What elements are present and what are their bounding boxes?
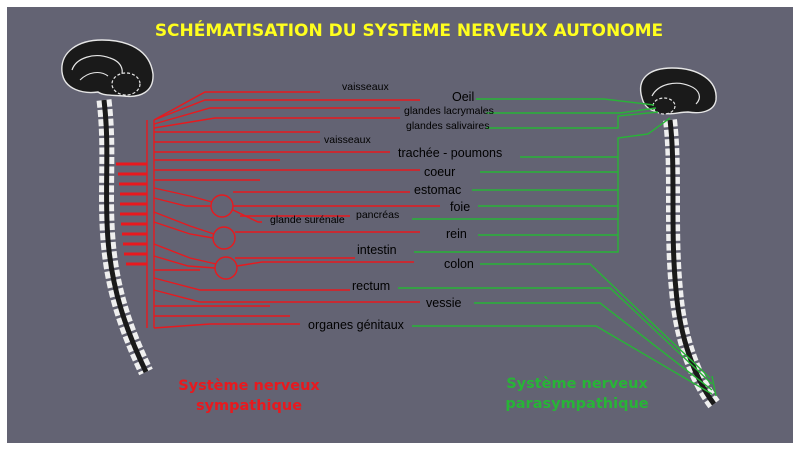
pre-sup-a: [153, 211, 215, 235]
pre-celiac-a: [153, 187, 213, 203]
pre-inf-a: [153, 243, 217, 265]
right-brain-spine: [639, 67, 720, 409]
para-genitaux: [412, 325, 713, 395]
branch-colon: [236, 261, 414, 267]
left-brain-fold: [71, 55, 123, 81]
branch-genitaux: [153, 323, 300, 329]
branch-salivaires: [153, 117, 400, 129]
left-spinal-cord: [101, 99, 149, 374]
para-lacrymales: [486, 107, 657, 114]
label-vaisseaux-1: vaisseaux: [342, 81, 389, 93]
label-rein: rein: [446, 227, 467, 241]
label-oeil: Oeil: [452, 90, 474, 104]
para-oeil: [476, 98, 655, 106]
left-brain-fold-2: [79, 71, 109, 81]
para-intestin: [414, 250, 619, 253]
branch-oeil: [153, 99, 420, 121]
branch-rectum: [153, 277, 350, 291]
vagus-trunk: [617, 117, 671, 250]
label-glandes-salivaires: glandes salivaires: [406, 120, 489, 132]
para-sacral-root: [711, 375, 717, 397]
label-organes-genitaux: organes génitaux: [308, 318, 405, 332]
label-glandes-lacrymales: glandes lacrymales: [404, 105, 494, 117]
para-rectum: [398, 287, 713, 385]
label-pancreas: pancréas: [356, 209, 399, 221]
caption-parasympathique-line2: parasympathique: [505, 396, 648, 412]
parasympathetic-network: [398, 98, 717, 397]
label-vaisseaux-2: vaisseaux: [324, 134, 371, 146]
left-brain-spine: [61, 39, 154, 376]
left-brain: [61, 39, 154, 98]
caption-sympathique-line1: Système nerveux: [178, 378, 320, 394]
sympathetic-network: [116, 91, 440, 329]
label-trachee: trachée - poumons: [398, 146, 502, 160]
branch-vaisseaux-1: [153, 91, 320, 121]
spinal-roots: [116, 162, 147, 266]
autonomic-nervous-system-diagram: SCHÉMATISATION DU SYSTÈME NERVEUX AUTONO…: [61, 19, 720, 414]
right-brain: [639, 67, 717, 115]
ganglion-mesenteric-sup: [212, 226, 236, 250]
pre-inf-b: [153, 255, 216, 269]
para-salivaires: [486, 111, 659, 129]
para-vessie: [474, 302, 713, 391]
pre-celiac-b: [153, 197, 211, 207]
branch-lacrymales: [153, 107, 400, 125]
caption-sympathique-line2: sympathique: [196, 398, 302, 414]
label-coeur: coeur: [424, 165, 455, 179]
label-glande-surrenale: glande surénale: [270, 214, 345, 226]
right-cerebellum: [652, 97, 676, 115]
left-cerebellum: [111, 72, 141, 96]
diagram-title: SCHÉMATISATION DU SYSTÈME NERVEUX AUTONO…: [155, 19, 663, 41]
left-spine-column: [96, 99, 153, 376]
pre-sup-b: [153, 221, 214, 239]
ganglion-mesenteric-inf: [214, 256, 238, 280]
label-estomac: estomac: [414, 183, 461, 197]
para-colon: [480, 263, 711, 379]
branch-surrenale: [232, 209, 262, 223]
label-vessie: vessie: [426, 296, 461, 310]
ganglion-celiac: [210, 194, 234, 218]
caption-parasympathique-line1: Système nerveux: [506, 376, 648, 392]
right-spinal-cord: [667, 119, 717, 406]
label-intestin: intestin: [357, 243, 397, 257]
label-colon: colon: [444, 257, 474, 271]
right-brain-fold: [651, 82, 700, 105]
label-rectum: rectum: [352, 279, 390, 293]
label-foie: foie: [450, 200, 470, 214]
organ-labels: vaisseaux Oeil glandes lacrymales glande…: [270, 81, 502, 332]
branch-vessie: [153, 289, 420, 303]
diagram-canvas: SCHÉMATISATION DU SYSTÈME NERVEUX AUTONO…: [7, 7, 793, 443]
